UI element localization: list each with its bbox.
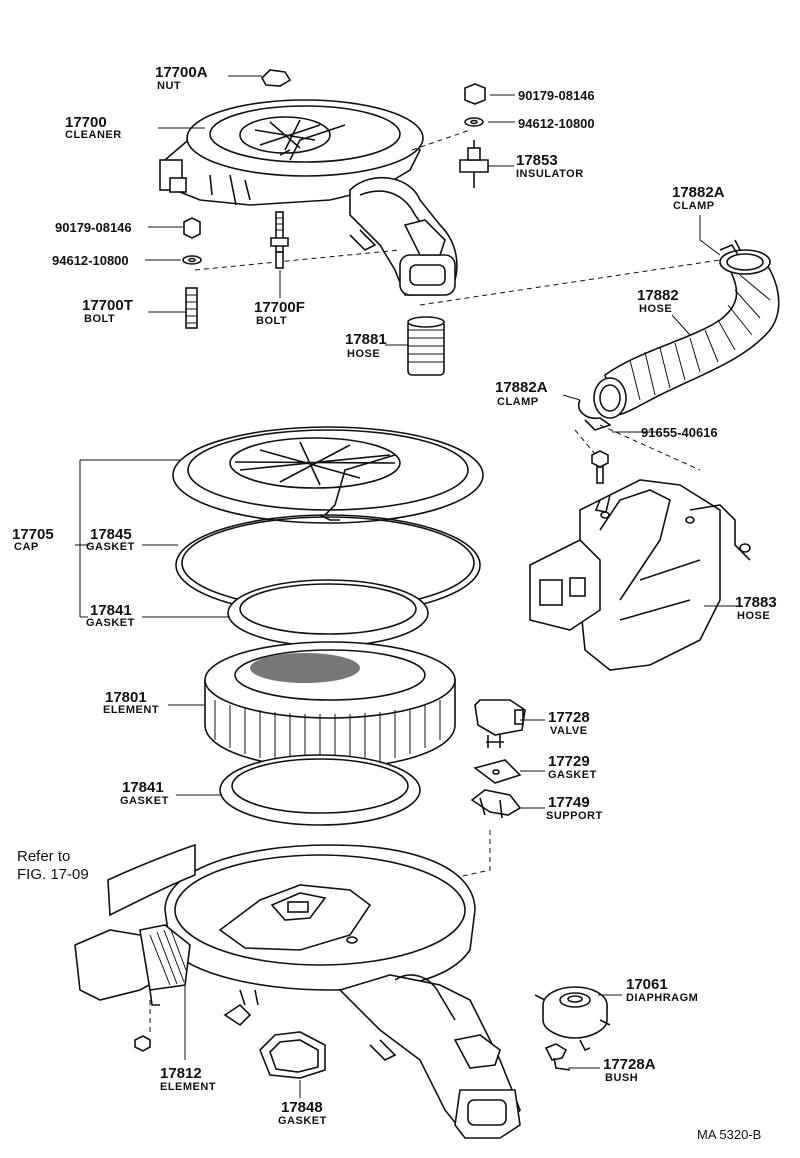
part-17853-number: 17853 bbox=[516, 152, 558, 169]
part-17848-number: 17848 bbox=[281, 1099, 323, 1116]
cap-17705-drawing bbox=[172, 426, 484, 524]
part-17812-number: 17812 bbox=[160, 1065, 202, 1082]
gasket-17841-bottom-drawing bbox=[219, 754, 421, 826]
part-17812-name: ELEMENT bbox=[160, 1081, 217, 1093]
part-17882-number: 17882 bbox=[637, 287, 679, 304]
part-91655-number: 91655-40616 bbox=[641, 425, 718, 440]
part-17729-name: GASKET bbox=[548, 769, 597, 781]
part-17841-bottom-name: GASKET bbox=[120, 795, 169, 807]
reference-line-1: Refer to bbox=[17, 848, 71, 865]
part-17749-name: SUPPORT bbox=[546, 810, 603, 822]
hose-17881-drawing bbox=[407, 316, 445, 376]
top-right-fasteners-drawing bbox=[459, 83, 489, 188]
part-17882a-mid-name: CLAMP bbox=[497, 396, 539, 408]
valve-17728-drawing bbox=[474, 699, 526, 748]
part-17700a-number: 17700A bbox=[155, 64, 208, 81]
part-94612-left-number: 94612-10800 bbox=[52, 253, 129, 268]
gasket-17729-drawing bbox=[473, 759, 522, 784]
part-90179-left-number: 90179-08146 bbox=[55, 220, 132, 235]
part-17883-name: HOSE bbox=[737, 610, 771, 622]
part-90179-top-number: 90179-08146 bbox=[518, 88, 595, 103]
part-17705-number: 17705 bbox=[12, 526, 54, 543]
housing-drawing bbox=[74, 843, 521, 1139]
part-17700t-number: 17700T bbox=[82, 297, 133, 314]
figure-code: MA 5320-B bbox=[697, 1127, 762, 1142]
part-17061-name: DIAPHRAGM bbox=[626, 992, 699, 1004]
bolt-91655-drawing bbox=[591, 450, 609, 484]
part-17801-name: ELEMENT bbox=[103, 704, 160, 716]
part-17882-name: HOSE bbox=[639, 303, 673, 315]
part-17845-name: GASKET bbox=[86, 541, 135, 553]
bush-17728a-drawing bbox=[544, 1043, 571, 1071]
part-17749-number: 17749 bbox=[548, 794, 590, 811]
part-17700f-number: 17700F bbox=[254, 299, 305, 316]
element-17801-drawing bbox=[204, 641, 456, 769]
part-17728-name: VALVE bbox=[550, 725, 588, 737]
part-17845-number: 17845 bbox=[90, 526, 132, 543]
reference-line-2: FIG. 17-09 bbox=[17, 866, 89, 883]
part-17729-number: 17729 bbox=[548, 753, 590, 770]
part-17883-number: 17883 bbox=[735, 594, 777, 611]
part-17882a-top-number: 17882A bbox=[672, 184, 725, 201]
part-17728a-name: BUSH bbox=[605, 1072, 639, 1084]
part-17061-number: 17061 bbox=[626, 976, 668, 993]
part-17841-top-number: 17841 bbox=[90, 602, 132, 619]
air-cleaner-assembly-drawing bbox=[159, 69, 458, 296]
left-fasteners-drawing bbox=[182, 211, 289, 329]
part-17728-number: 17728 bbox=[548, 709, 590, 726]
part-17700t-name: BOLT bbox=[84, 313, 116, 325]
part-17700-number: 17700 bbox=[65, 114, 107, 131]
part-17853-name: INSULATOR bbox=[516, 168, 584, 180]
part-17841-top-name: GASKET bbox=[86, 617, 135, 629]
part-17881-number: 17881 bbox=[345, 331, 387, 348]
part-17700a-name: NUT bbox=[157, 80, 182, 92]
part-17705-name: CAP bbox=[14, 541, 39, 553]
hose-17883-drawing bbox=[529, 479, 751, 671]
part-17700f-name: BOLT bbox=[256, 315, 288, 327]
part-17848-name: GASKET bbox=[278, 1115, 327, 1127]
part-17728a-number: 17728A bbox=[603, 1056, 656, 1073]
leader-lines bbox=[75, 75, 736, 1098]
hose-17882-drawing bbox=[578, 239, 780, 431]
gasket-17841-top-drawing bbox=[227, 579, 429, 647]
diaphragm-17061-drawing bbox=[534, 986, 611, 1052]
part-17700-name: CLEANER bbox=[65, 129, 122, 141]
part-17801-number: 17801 bbox=[105, 689, 147, 706]
part-17882a-mid-number: 17882A bbox=[495, 379, 548, 396]
part-94612-top-number: 94612-10800 bbox=[518, 116, 595, 131]
part-17881-name: HOSE bbox=[347, 348, 381, 360]
support-17749-drawing bbox=[470, 789, 522, 819]
part-17882a-top-name: CLAMP bbox=[673, 200, 715, 212]
part-17841-bottom-number: 17841 bbox=[122, 779, 164, 796]
